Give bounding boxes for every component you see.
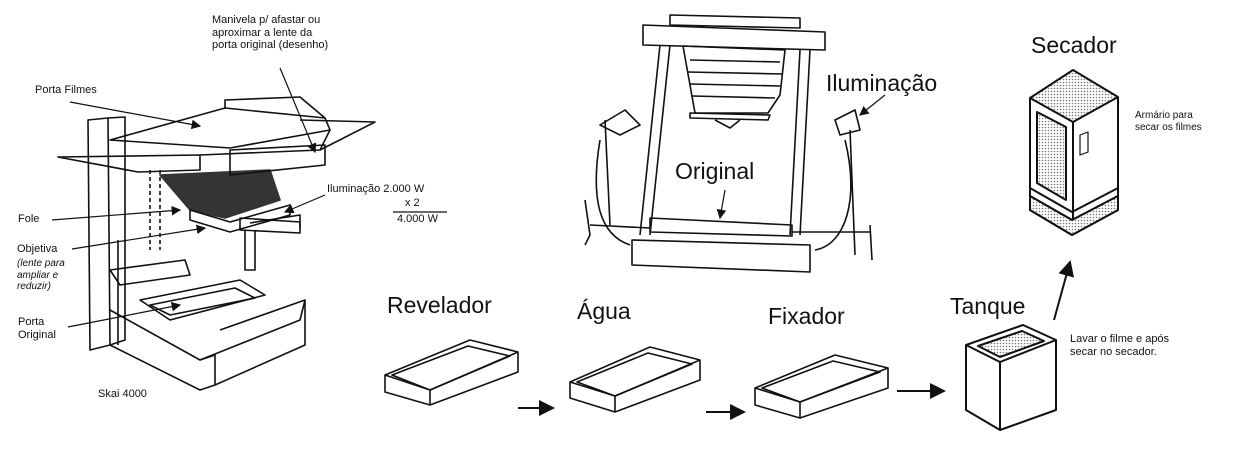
manivela-label-line: porta original (desenho) [212, 39, 329, 52]
porta-original-line: Porta [18, 316, 45, 328]
secador-drawing [1029, 69, 1119, 236]
step-revelador-label: Revelador [387, 292, 492, 318]
tray-agua [569, 346, 701, 413]
objetiva-note: (lente para ampliar e reduzir) [17, 258, 65, 293]
tray-fixador [754, 354, 889, 419]
porta-original-label: Porta Original [18, 316, 56, 341]
objetiva-note-line: reduzir) [17, 281, 51, 292]
tray-revelador [384, 339, 519, 406]
step-fixador-label: Fixador [768, 303, 845, 329]
manivela-label-line: aproximar a lente da [212, 26, 313, 39]
iluminacao-power-label: Iluminação 2.000 W [327, 183, 425, 195]
porta-filmes-label: Porta Filmes [35, 84, 97, 96]
step-secador-label: Secador [1031, 32, 1117, 58]
manivela-label-line: Manivela p/ afastar ou [212, 14, 321, 26]
arrow-tanque-to-secador [1053, 260, 1074, 321]
copy-camera-iluminacao-label: Iluminação [826, 70, 938, 96]
multiplier-label: x 2 [405, 197, 420, 209]
copy-camera-original-label: Original [675, 158, 755, 184]
tanque-drawing [965, 324, 1057, 431]
tanque-note-line: Lavar o filme e após [1070, 333, 1170, 345]
step-agua-label: Água [577, 298, 631, 324]
objetiva-label: Objetiva [17, 243, 58, 255]
secador-note-line: secar os filmes [1135, 121, 1202, 133]
machine-model-caption: Skai 4000 [98, 388, 147, 400]
step-tanque-label: Tanque [950, 293, 1026, 319]
objetiva-note-line: (lente para [17, 258, 65, 269]
secador-note-line: Armário para [1135, 110, 1193, 121]
manivela-label: Manivela p/ afastar ou aproximar a lente… [212, 14, 328, 52]
copy-camera-drawing [584, 14, 886, 273]
tanque-note-line: secar no secador. [1070, 345, 1157, 358]
total-power-label: 4.000 W [397, 213, 438, 225]
porta-original-line: Original [18, 328, 56, 341]
tanque-note: Lavar o filme e após secar no secador. [1070, 333, 1169, 358]
machine-callouts [51, 67, 447, 328]
fole-label: Fole [18, 213, 40, 225]
skai-4000-machine-drawing [57, 96, 376, 391]
secador-note: Armário para secar os filmes [1135, 110, 1202, 133]
objetiva-note-line: ampliar e [17, 269, 59, 281]
